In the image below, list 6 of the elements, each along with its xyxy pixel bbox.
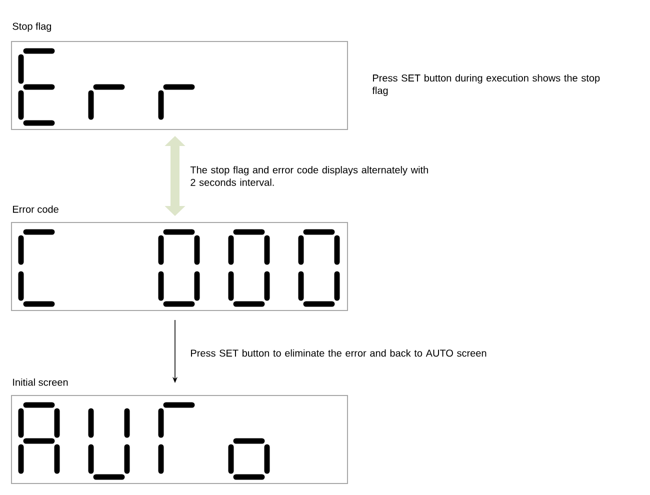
display-heading: Error code [13, 205, 58, 213]
edge-label: Press SET button to eliminate the error and back to AUTO screen [191, 349, 486, 357]
display-heading: Initial screen [13, 378, 68, 386]
edge-label: The stop flag and error code displays alternately with 2 seconds interval. [190, 166, 428, 186]
display-heading: Stop flag [12, 22, 52, 32]
note: Press SET button during execution shows the stop flag [372, 74, 600, 96]
